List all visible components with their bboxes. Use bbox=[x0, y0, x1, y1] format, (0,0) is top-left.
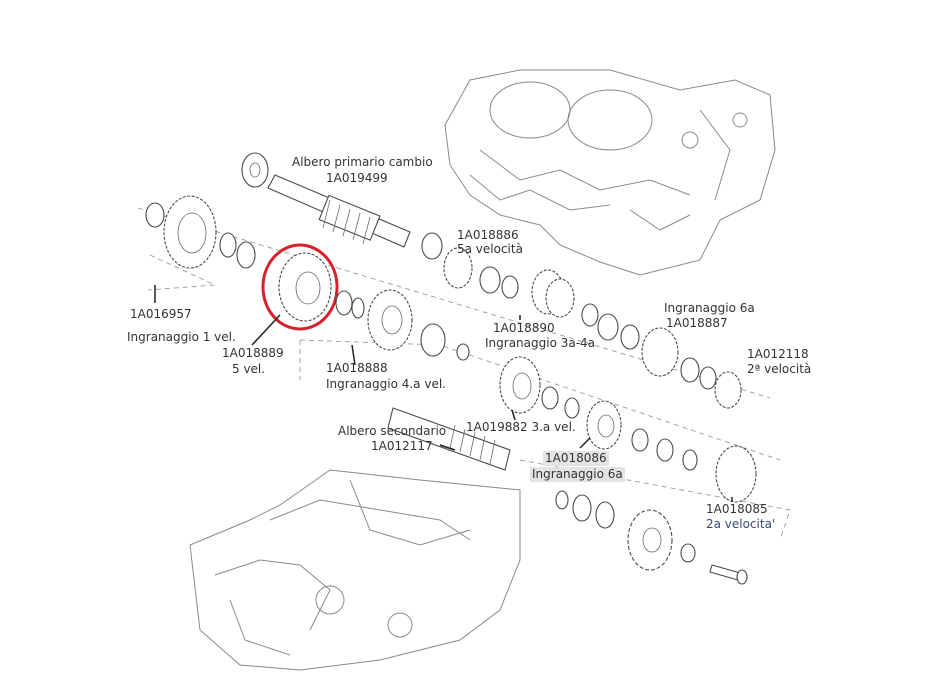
part-1a018888-code: 1A018888 bbox=[326, 361, 388, 375]
part-1a018888-desc: Ingranaggio 4.a vel. bbox=[326, 377, 446, 391]
albero-secondario-title: Albero secondario bbox=[338, 424, 447, 438]
part-1a012118-code: 1A012118 bbox=[747, 347, 809, 361]
gear-1a018889 bbox=[278, 252, 332, 322]
washer bbox=[479, 266, 501, 294]
gear-1a018887 bbox=[641, 327, 679, 377]
bushing bbox=[680, 357, 700, 383]
washer bbox=[236, 241, 256, 269]
bushing bbox=[597, 313, 619, 341]
primary-shaft bbox=[267, 174, 411, 248]
highlight-circle bbox=[261, 243, 339, 331]
gear-1a019882 bbox=[499, 356, 541, 414]
part-1a018086-desc: Ingranaggio 6a bbox=[530, 467, 625, 482]
gear-1a018890 bbox=[531, 269, 575, 318]
output-sprocket bbox=[627, 509, 673, 571]
part-1a018889-code: 1A018889 bbox=[222, 346, 284, 360]
part-1a018086-code: 1A018086 bbox=[543, 451, 609, 466]
part-1a018085-code: 1A018085 bbox=[706, 502, 768, 516]
gear-1a018086 bbox=[586, 400, 622, 450]
washer bbox=[581, 303, 599, 327]
leader-lines bbox=[154, 285, 733, 502]
thrust-washer bbox=[241, 152, 269, 188]
bearing bbox=[595, 501, 615, 529]
washer bbox=[656, 438, 674, 462]
part-1a019882-label: 1A019882 3.a vel. bbox=[466, 420, 576, 434]
gear-1a012118 bbox=[714, 371, 742, 409]
part-1a012118-desc: 2ª velocità bbox=[747, 362, 812, 376]
secondary-shaft bbox=[387, 407, 511, 471]
small-washer bbox=[456, 343, 470, 361]
gear-1a016957 bbox=[163, 195, 217, 269]
part-1a018887-title: Ingranaggio 6a bbox=[664, 301, 755, 315]
part-1a018887-code: 1A018887 bbox=[666, 316, 728, 330]
bearing bbox=[421, 232, 443, 260]
part-1a018890-desc: Ingranaggio 3a-4a bbox=[485, 336, 596, 350]
bearing bbox=[572, 494, 592, 522]
albero-secondario-code: 1A012117 bbox=[371, 439, 433, 453]
part-1a018889-desc: 5 vel. bbox=[232, 362, 266, 376]
washer bbox=[680, 543, 696, 563]
gear-1a018886 bbox=[443, 247, 473, 289]
washer bbox=[564, 397, 580, 419]
washer bbox=[541, 386, 559, 410]
part-1a018886-desc: 5a velocità bbox=[457, 242, 523, 256]
circlip bbox=[555, 490, 569, 510]
part-1a018886-code: 1A018886 bbox=[457, 228, 519, 242]
sprocket-bolt bbox=[709, 564, 748, 585]
bushing bbox=[219, 232, 237, 258]
washer bbox=[631, 428, 649, 452]
bushing bbox=[420, 323, 446, 357]
upper-crankcase bbox=[444, 69, 776, 276]
gear-1a018888 bbox=[367, 289, 413, 351]
washer bbox=[501, 275, 519, 299]
lower-crankcase bbox=[189, 469, 521, 671]
part-1a016957-desc: Ingranaggio 1 vel. bbox=[127, 330, 236, 344]
washer bbox=[335, 290, 353, 316]
albero-primario-code: 1A019499 bbox=[326, 171, 388, 185]
part-1a016957-code: 1A016957 bbox=[130, 307, 192, 321]
part-1a018890-code: 1A018890 bbox=[493, 321, 555, 335]
circlip bbox=[351, 297, 365, 319]
washer bbox=[620, 324, 640, 350]
gear-1a018085 bbox=[715, 445, 757, 503]
circlip bbox=[145, 202, 165, 228]
washer bbox=[682, 449, 698, 471]
washer bbox=[699, 366, 717, 390]
part-1a018085-desc: 2a velocita' bbox=[706, 517, 776, 531]
albero-primario-title: Albero primario cambio bbox=[292, 155, 433, 169]
